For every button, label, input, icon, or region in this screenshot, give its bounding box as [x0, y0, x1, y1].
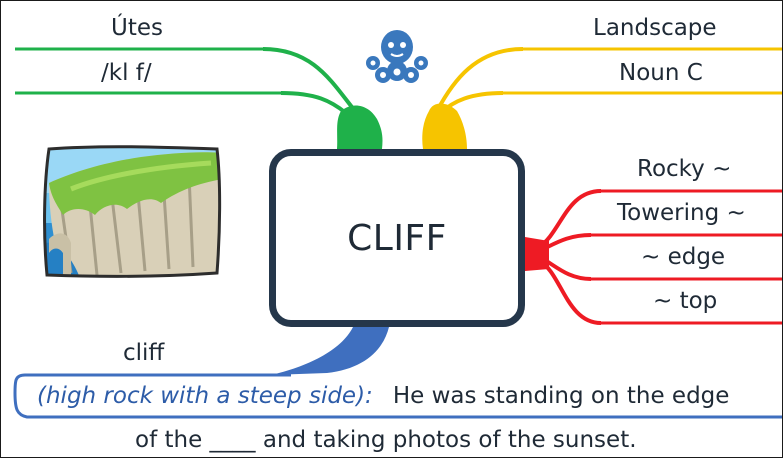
red-branch — [525, 189, 782, 325]
yellow-branch — [422, 47, 782, 149]
example-suffix: and taking photos of the sunset. — [262, 427, 637, 453]
center-word-box: CLIFF — [269, 149, 525, 327]
definition-line-1: (high rock with a steep side): He was sta… — [37, 385, 729, 408]
definition-line-2: of the ____ and taking photos of the sun… — [135, 429, 637, 452]
topic-label: Landscape — [593, 15, 717, 41]
cliff-illustration — [43, 145, 222, 278]
collocation-edge: ~ edge — [641, 244, 726, 270]
collocation-top: ~ top — [653, 288, 718, 314]
translation-word: Útes — [111, 15, 163, 41]
definition-headword: cliff — [123, 340, 165, 366]
pronunciation: /kl f/ — [101, 60, 152, 86]
collocation-towering: Towering ~ — [617, 200, 746, 226]
octopus-icon — [366, 30, 428, 83]
green-branch — [15, 47, 383, 149]
example-blank: ____ — [209, 427, 256, 453]
center-word: CLIFF — [347, 217, 447, 259]
example-prefix: of the — [135, 427, 203, 453]
word-class-label: Noun C — [619, 60, 703, 86]
blue-branch — [13, 327, 782, 419]
example-line-1: He was standing on the edge — [392, 383, 730, 409]
definition-meaning: (high rock with a steep side): — [37, 383, 373, 409]
collocation-rocky: Rocky ~ — [637, 156, 732, 182]
